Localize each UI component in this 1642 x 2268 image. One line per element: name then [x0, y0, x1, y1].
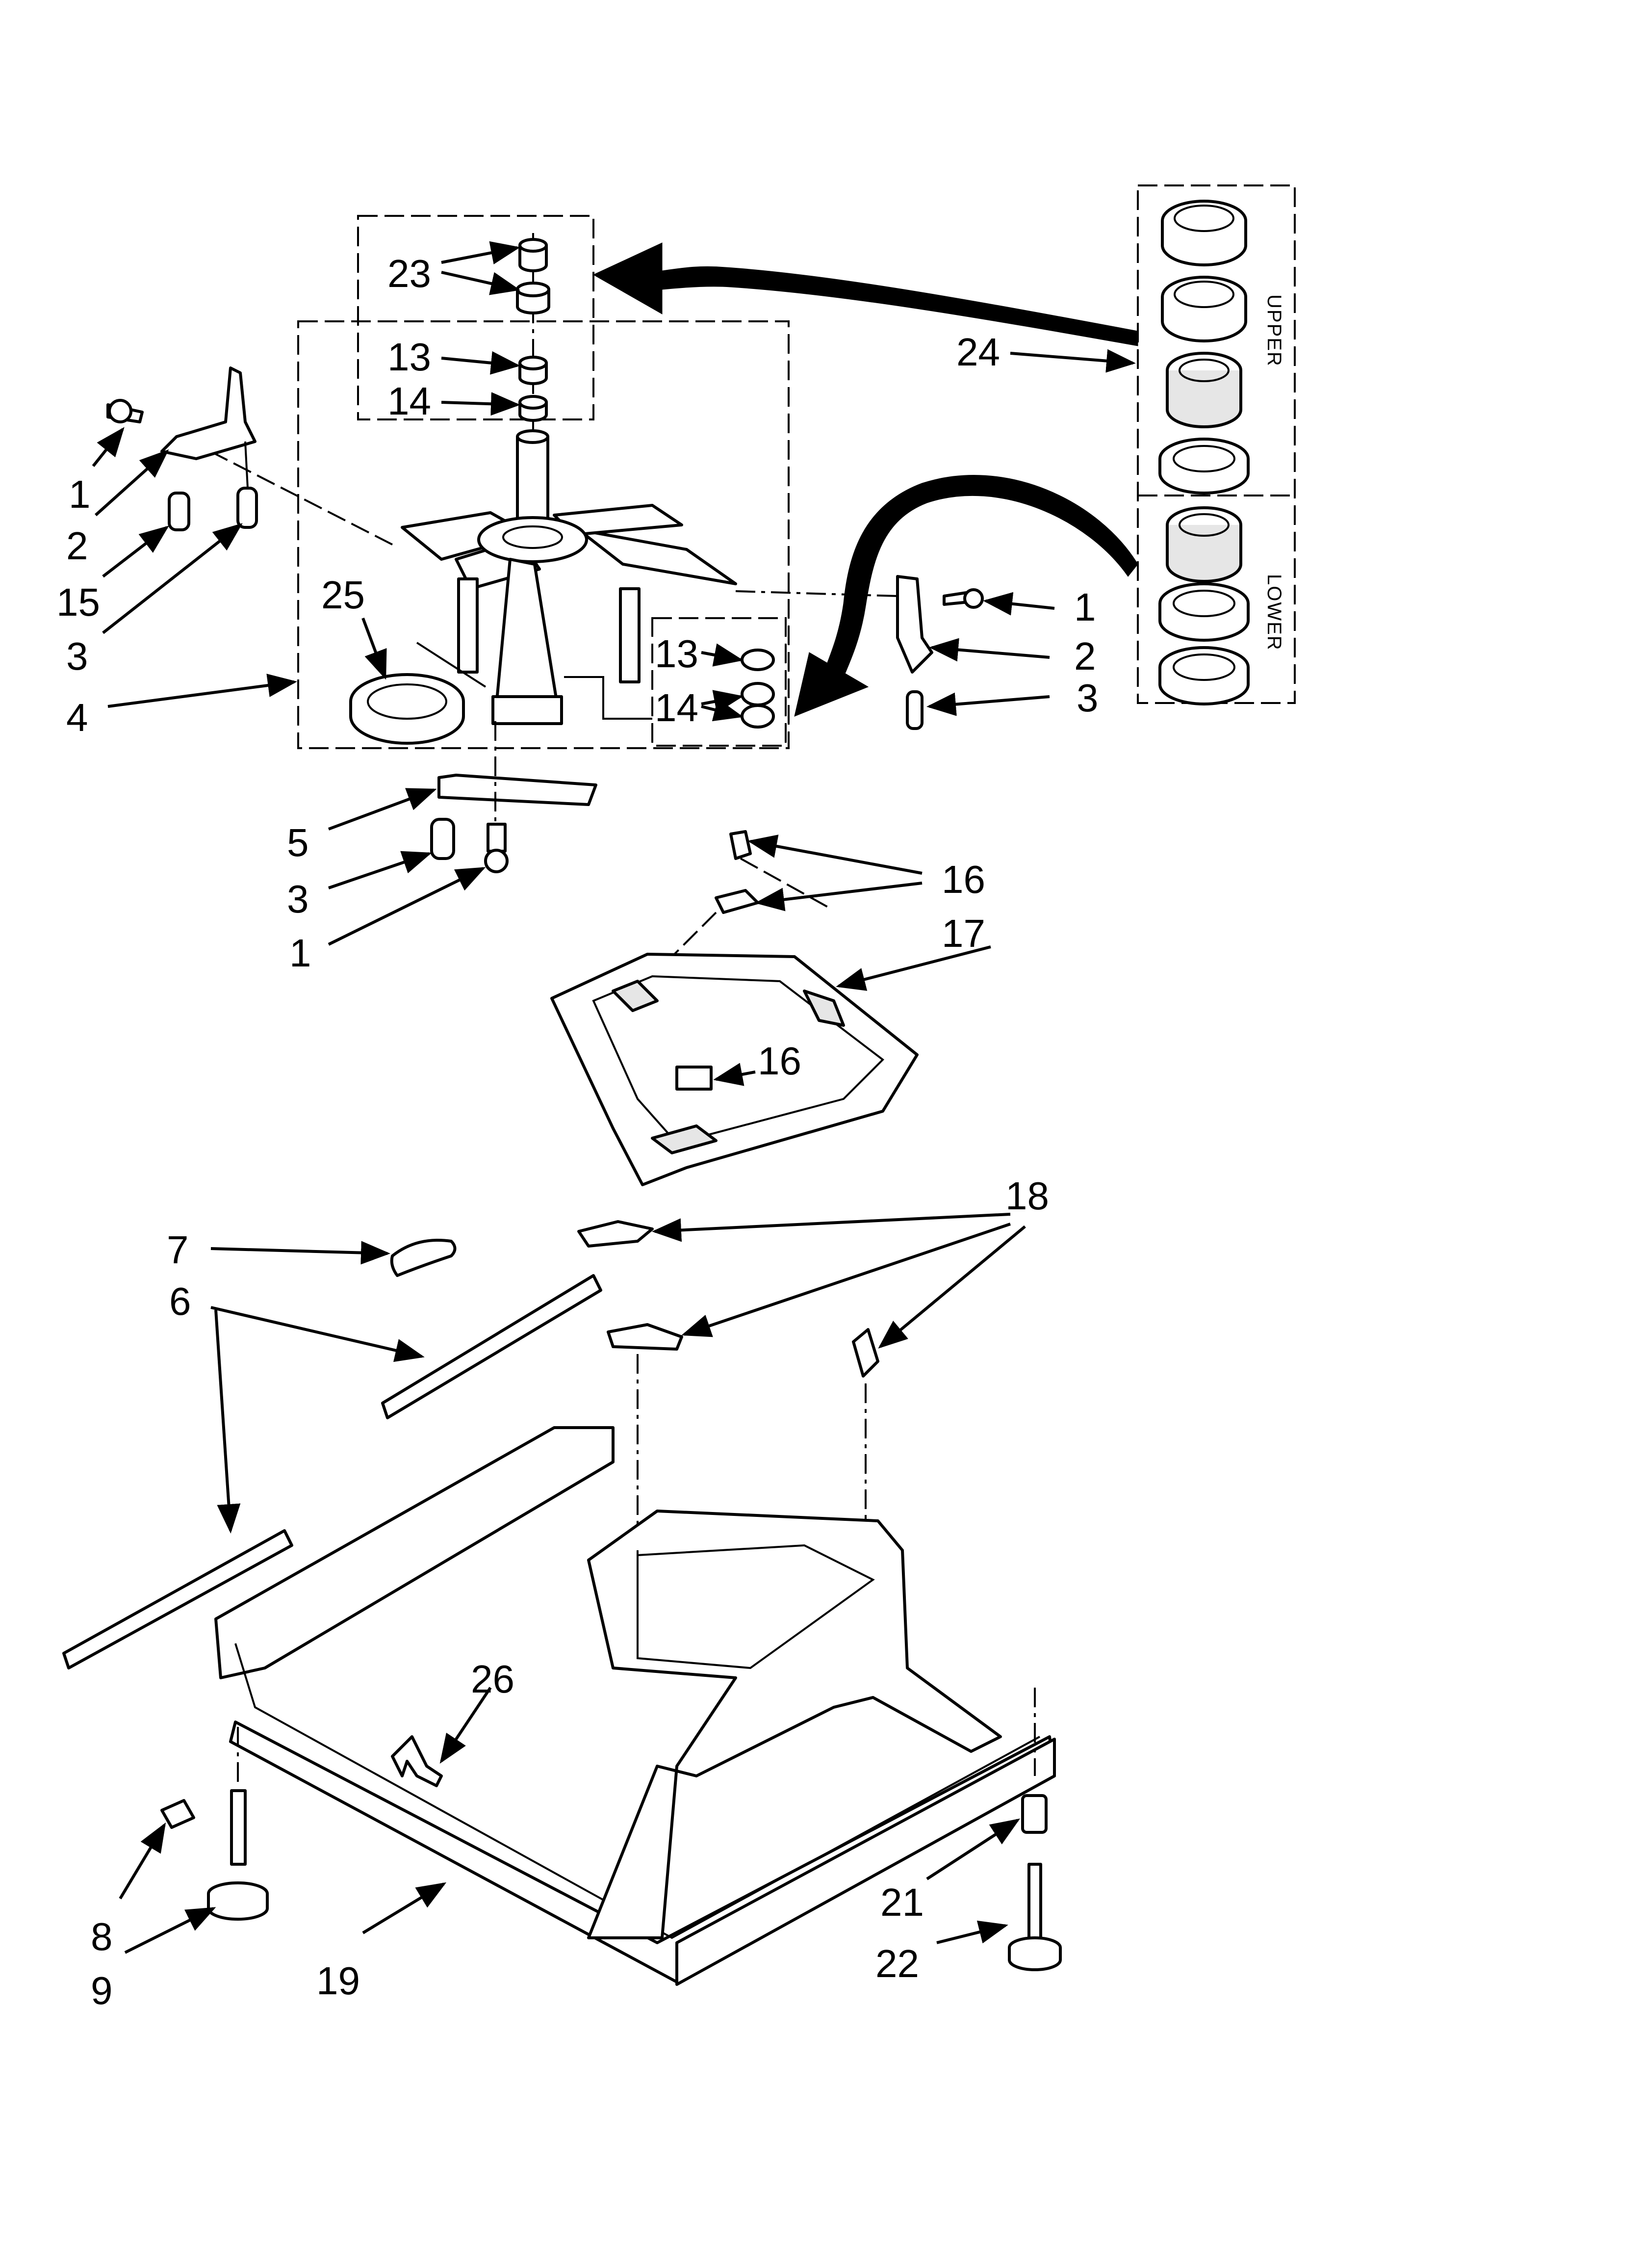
label-17: 17 [942, 912, 985, 955]
label-18: 18 [1005, 1174, 1049, 1218]
snubber-parts-lower [741, 649, 775, 729]
label-7: 7 [167, 1228, 189, 1272]
bearing-kit-parts [1158, 200, 1250, 705]
label-24: 24 [956, 330, 1000, 374]
label-14-lower: 14 [655, 686, 698, 730]
label-1-right: 1 [1074, 585, 1096, 629]
label-26: 26 [471, 1657, 514, 1701]
label-13-lower: 13 [655, 632, 698, 676]
label-6: 6 [169, 1279, 191, 1323]
label-3-left: 3 [66, 634, 88, 678]
kit-lower-arrow [794, 475, 1138, 717]
feet-parts [160, 1688, 1062, 1971]
label-5: 5 [287, 821, 309, 864]
right-bracket-parts [896, 575, 984, 730]
kit-upper-label: UPPER [1263, 294, 1285, 367]
leader-lines [92, 241, 1136, 1954]
label-9: 9 [91, 1969, 113, 2012]
label-19: 19 [316, 1959, 360, 2003]
label-16-top: 16 [942, 858, 985, 901]
label-3-bottom: 3 [287, 877, 309, 921]
label-2-right: 2 [1074, 634, 1096, 678]
label-14-upper: 14 [387, 379, 431, 423]
label-13-upper: 13 [387, 335, 431, 379]
suspension-assembly [186, 429, 898, 725]
snubber-parts-upper [516, 233, 550, 442]
spring-7 [390, 1239, 457, 1277]
box-snubber-lower [651, 617, 787, 747]
label-4: 4 [66, 696, 88, 739]
label-2-left: 2 [66, 524, 88, 568]
box-suspension [297, 320, 790, 749]
label-1-bottom: 1 [289, 931, 311, 975]
kit-lower-label: LOWER [1263, 574, 1285, 651]
label-21: 21 [880, 1880, 924, 1924]
ring-25 [349, 673, 465, 745]
label-22: 22 [875, 1942, 919, 1985]
left-bracket-parts [106, 366, 258, 531]
lower-bracket-parts [430, 721, 597, 873]
label-3-right: 3 [1077, 676, 1099, 720]
label-1-left: 1 [69, 472, 91, 516]
top-frame-17 [550, 830, 919, 1186]
pads-18 [577, 1220, 879, 1594]
label-16-frame: 16 [758, 1039, 801, 1083]
bracket-26 [391, 1735, 443, 1787]
label-8: 8 [91, 1915, 113, 1958]
rails-6 [62, 1274, 602, 1669]
box-snubber-upper [357, 215, 594, 420]
label-23: 23 [387, 252, 431, 295]
label-25: 25 [321, 573, 365, 617]
base-frame-19 [214, 1426, 1056, 1986]
kit-upper-arrow [592, 242, 1138, 346]
label-15: 15 [56, 580, 100, 624]
